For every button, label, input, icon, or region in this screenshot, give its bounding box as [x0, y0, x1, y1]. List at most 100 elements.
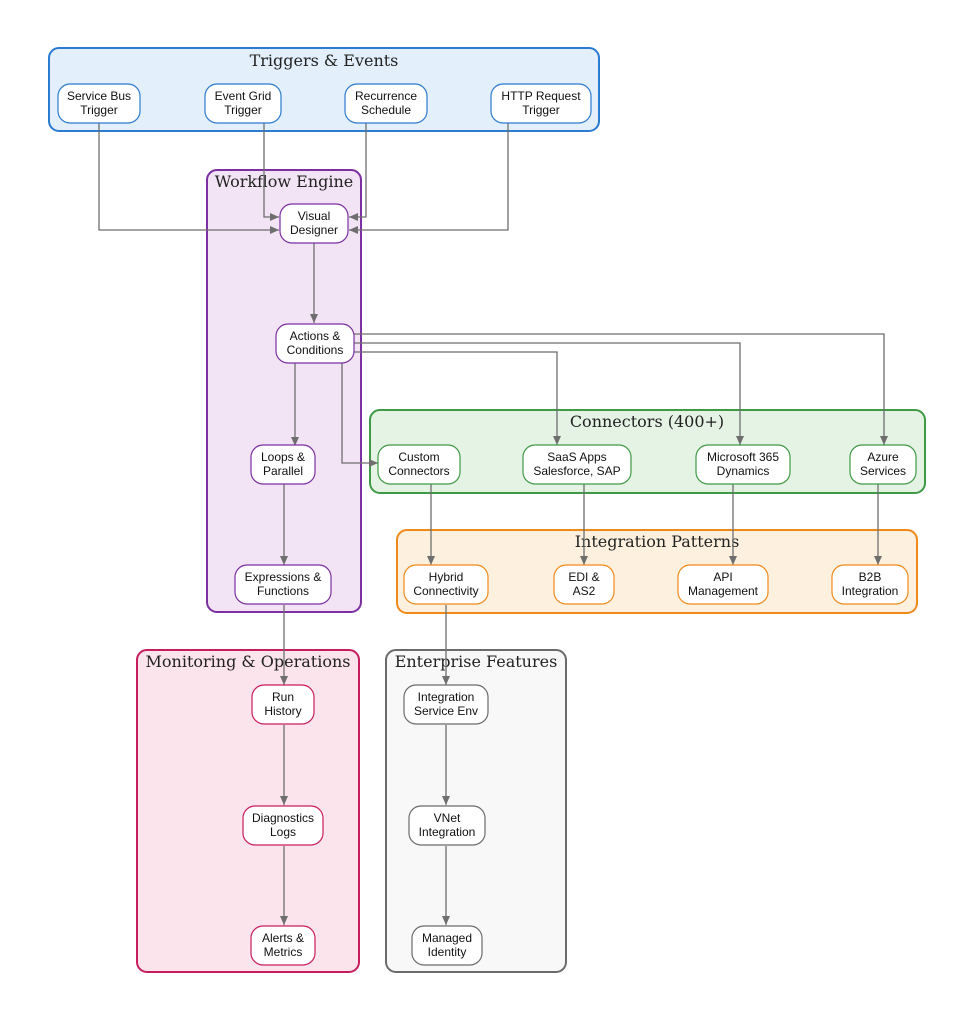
node-label-line: Connectors — [388, 464, 449, 478]
node-alerts-metrics: Alerts &Metrics — [250, 925, 316, 966]
edge-recurrence-to-designer — [349, 123, 367, 221]
node-label-line: Integration — [419, 825, 476, 839]
node-box — [242, 805, 324, 846]
svg-text:Alerts &Metrics: Alerts &Metrics — [262, 931, 304, 959]
node-label-line: History — [264, 704, 301, 718]
node-box — [250, 925, 316, 966]
node-label-line: Hybrid — [429, 570, 464, 584]
node-label-line: Event Grid — [215, 89, 272, 103]
edges — [98, 123, 888, 925]
node-label-line: Run — [272, 690, 294, 704]
node-label-line: Salesforce, SAP — [533, 464, 620, 478]
node-label-line: Recurrence — [355, 89, 417, 103]
node-label-line: SaaS Apps — [547, 450, 606, 464]
node-label-line: Custom — [398, 450, 439, 464]
node-box — [279, 203, 349, 244]
cluster-triggers-box — [48, 47, 600, 132]
node-label-line: Integration — [842, 584, 899, 598]
edge-service-bus-to-designer — [98, 123, 279, 234]
node-box — [250, 444, 316, 485]
node-label-line: Visual — [298, 209, 330, 223]
node-loops-parallel: Loops &Parallel — [250, 444, 316, 485]
node-label-line: HTTP Request — [501, 89, 581, 103]
node-label-line: Loops & — [261, 450, 305, 464]
node-edi-as2: EDI &AS2 — [553, 564, 615, 605]
node-label-line: Integration — [418, 690, 475, 704]
node-box — [344, 83, 428, 124]
cluster-workflow-title: Workflow Engine — [215, 172, 354, 191]
node-box — [490, 83, 592, 124]
cluster-triggers: Triggers & Events — [48, 47, 600, 132]
cluster-integration-patterns: Integration Patterns — [396, 529, 918, 614]
node-box — [831, 564, 909, 605]
edge-actions-to-m365 — [354, 342, 744, 445]
node-box — [403, 564, 489, 605]
node-box — [403, 684, 489, 725]
edge-event-grid-to-designer — [263, 123, 279, 221]
cluster-enterprise-title: Enterprise Features — [395, 652, 558, 671]
svg-text:Actions &Conditions: Actions &Conditions — [287, 329, 344, 357]
node-label-line: Parallel — [263, 464, 303, 478]
node-label-line: Trigger — [522, 103, 560, 117]
node-actions-conditions: Actions &Conditions — [275, 323, 355, 364]
node-box — [275, 323, 355, 364]
node-box — [522, 444, 632, 485]
node-label-line: Conditions — [287, 343, 344, 357]
node-label-line: Identity — [428, 945, 467, 959]
node-label-line: Managed — [422, 931, 472, 945]
node-label-line: Expressions & — [245, 570, 322, 584]
node-label-line: Diagnostics — [252, 811, 314, 825]
node-label-line: Alerts & — [262, 931, 304, 945]
node-label-line: AS2 — [573, 584, 596, 598]
cluster-integration-box — [396, 529, 918, 614]
cluster-monitoring-title: Monitoring & Operations — [146, 652, 351, 671]
node-box — [251, 684, 315, 725]
node-label-line: Service Bus — [67, 89, 131, 103]
cluster-connectors-title: Connectors (400+) — [570, 412, 724, 431]
node-label-line: Service Env — [414, 704, 478, 718]
node-label-line: VNet — [434, 811, 461, 825]
node-box — [234, 564, 332, 605]
node-box — [411, 925, 483, 966]
node-box — [553, 564, 615, 605]
node-label-line: Schedule — [361, 103, 411, 117]
node-label-line: Dynamics — [717, 464, 770, 478]
node-label-line: Management — [688, 584, 759, 598]
cluster-triggers-title: Triggers & Events — [250, 51, 399, 70]
node-label-line: EDI & — [568, 570, 599, 584]
node-label-line: Actions & — [290, 329, 341, 343]
svg-text:EDI &AS2: EDI &AS2 — [568, 570, 599, 598]
edge-actions-to-saas — [354, 351, 561, 445]
node-box — [695, 444, 791, 485]
svg-text:Expressions &Functions: Expressions &Functions — [245, 570, 322, 598]
node-label-line: Connectivity — [413, 584, 478, 598]
